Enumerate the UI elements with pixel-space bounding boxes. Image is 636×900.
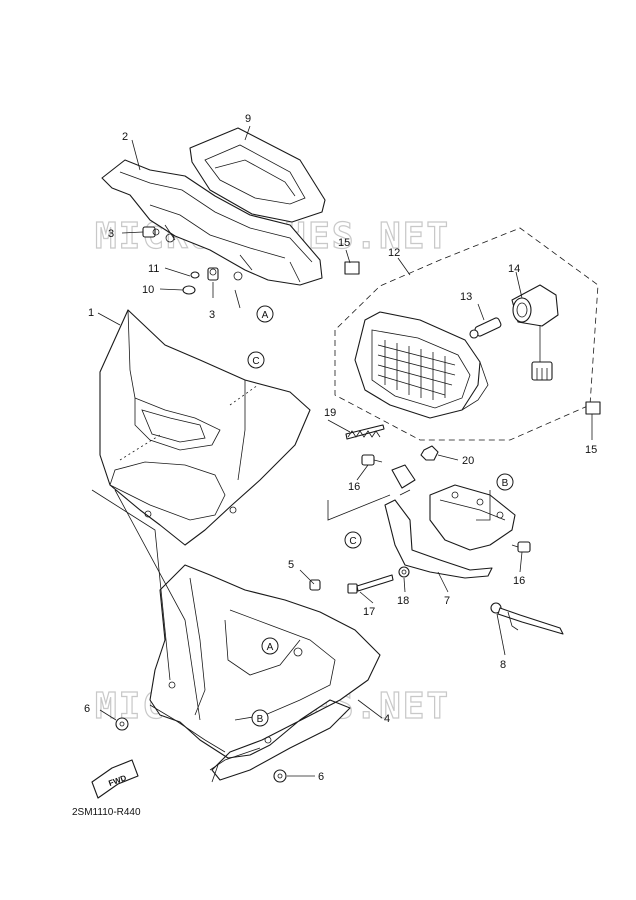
- part-1-front-cowl: [99, 309, 311, 546]
- part-17-bolt: [347, 574, 394, 594]
- callout-5: 5: [288, 559, 294, 571]
- leader-lines: [91, 125, 593, 777]
- part-9-meter-housing: [189, 127, 326, 223]
- callout-16b: 16: [513, 575, 525, 587]
- part-13-bulb: [469, 317, 502, 339]
- callout-13: 13: [460, 291, 472, 303]
- svg-text:B: B: [502, 478, 509, 489]
- part-11-washer: [190, 271, 200, 279]
- callout-17: 17: [363, 606, 375, 618]
- part-6-rivet-left: [115, 717, 129, 731]
- part-19-spring: [345, 424, 385, 440]
- ref-mark-a-bottom: A: [261, 637, 279, 655]
- part-20-nut: [420, 445, 439, 461]
- svg-text:A: A: [262, 310, 269, 321]
- callout-15b: 15: [585, 444, 597, 456]
- part-12-headlight: [354, 311, 489, 419]
- callout-6a: 6: [84, 703, 90, 715]
- callout-numbers: 1 2 3 3 4 5 6 6 7 8 9 10 11 12 13 14 15 …: [84, 113, 597, 783]
- part-16-bolt-left: [361, 454, 383, 466]
- callout-10: 10: [142, 284, 154, 296]
- callout-19: 19: [324, 407, 336, 419]
- part-2-upper-cover: [101, 159, 323, 286]
- callout-14: 14: [508, 263, 520, 275]
- callout-18: 18: [397, 595, 409, 607]
- svg-text:C: C: [252, 356, 259, 367]
- ref-mark-c-top: C: [247, 351, 265, 369]
- part-15-clip-right: [585, 401, 601, 415]
- callout-15a: 15: [338, 237, 350, 249]
- part-4-lower-cowl: [149, 564, 381, 783]
- part-16-bolt-right: [511, 541, 531, 553]
- callout-8: 8: [500, 659, 506, 671]
- part-7-bracket: [384, 464, 516, 579]
- ref-mark-b-bottom: B: [251, 709, 269, 727]
- diagram-code: 2SM1110-R440: [72, 807, 141, 818]
- part-12-headlight-assembly-outline: [334, 227, 599, 441]
- svg-text:A: A: [267, 642, 274, 653]
- part-18-washer: [398, 566, 410, 578]
- callout-16a: 16: [348, 481, 360, 493]
- part-10-nut: [182, 285, 196, 295]
- part-3-screw-center: [207, 267, 219, 281]
- callout-11: 11: [148, 263, 159, 275]
- svg-text:C: C: [349, 536, 356, 547]
- svg-text:B: B: [257, 714, 264, 725]
- headlight-lens-grid: [377, 340, 456, 400]
- callout-20: 20: [462, 455, 474, 467]
- ref-mark-c-mid: C: [344, 531, 362, 549]
- part-8-band: [490, 602, 564, 635]
- part-6-rivet-bottom: [273, 769, 287, 783]
- part-15-clip-top: [344, 261, 360, 275]
- callout-6b: 6: [318, 771, 324, 783]
- callout-4: 4: [384, 713, 390, 725]
- callout-3a: 3: [108, 228, 114, 240]
- callout-3b: 3: [209, 309, 215, 321]
- callout-12: 12: [388, 247, 400, 259]
- fwd-arrow-icon: FWD: [91, 759, 139, 799]
- callout-2: 2: [122, 131, 128, 143]
- ref-mark-a-top: A: [256, 305, 274, 323]
- callout-1: 1: [88, 307, 94, 319]
- ref-mark-b-right: B: [496, 473, 514, 491]
- callout-7: 7: [444, 595, 450, 607]
- part-14-socket: [511, 284, 559, 381]
- callout-9: 9: [245, 113, 251, 125]
